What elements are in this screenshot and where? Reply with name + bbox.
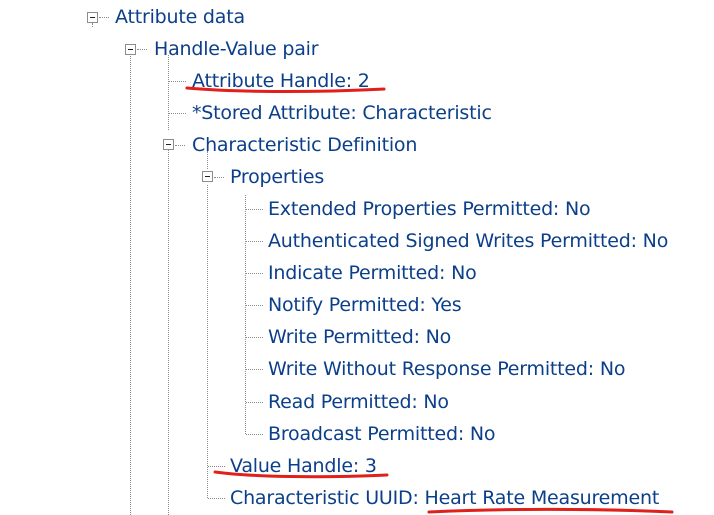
tree-connector bbox=[246, 273, 263, 274]
tree-connector bbox=[246, 305, 263, 306]
tree-connector bbox=[99, 17, 109, 18]
tree-node-property[interactable]: Write Permitted: No bbox=[268, 326, 452, 348]
tree-node-handle-value-pair[interactable]: Handle-Value pair bbox=[154, 38, 319, 60]
tree-connector bbox=[246, 369, 263, 370]
tree-guide-line bbox=[207, 151, 208, 169]
tree-connector bbox=[208, 466, 225, 467]
tree-connector bbox=[169, 113, 186, 114]
tree-guide-line bbox=[168, 55, 169, 130]
tree-node-stored-attribute[interactable]: *Stored Attribute: Characteristic bbox=[192, 102, 492, 124]
tree-connector bbox=[246, 402, 263, 403]
minus-box-icon[interactable] bbox=[125, 44, 136, 55]
tree-connector bbox=[208, 498, 225, 499]
tree-connector bbox=[214, 177, 224, 178]
characteristic-uuid-label: Characteristic UUID: bbox=[230, 487, 419, 509]
tree-connector bbox=[175, 145, 185, 146]
minus-box-icon[interactable] bbox=[87, 12, 98, 23]
tree-node-properties[interactable]: Properties bbox=[230, 166, 325, 188]
tree-guide-line bbox=[92, 23, 93, 27]
minus-box-icon[interactable] bbox=[163, 139, 174, 150]
tree-node-value-handle[interactable]: Value Handle: 3 bbox=[230, 455, 377, 477]
tree-node-property[interactable]: Read Permitted: No bbox=[268, 391, 449, 413]
tree-node-property[interactable]: Notify Permitted: Yes bbox=[268, 294, 462, 316]
tree-connector bbox=[246, 209, 263, 210]
tree-node-property[interactable]: Broadcast Permitted: No bbox=[268, 423, 496, 445]
tree-node-property[interactable]: Write Without Response Permitted: No bbox=[268, 358, 626, 380]
tree-node-attribute-data[interactable]: Attribute data bbox=[115, 6, 245, 28]
tree-connector bbox=[246, 241, 263, 242]
tree-connector bbox=[246, 337, 263, 338]
tree-node-property[interactable]: Authenticated Signed Writes Permitted: N… bbox=[268, 230, 669, 252]
minus-box-icon[interactable] bbox=[202, 171, 213, 182]
tree-node-characteristic-uuid[interactable]: Characteristic UUID: Heart Rate Measurem… bbox=[230, 485, 659, 511]
tree-guide-line bbox=[207, 185, 208, 498]
tree-connector bbox=[246, 434, 263, 435]
characteristic-uuid-value: Heart Rate Measurement bbox=[424, 487, 660, 509]
tree-guide-line bbox=[168, 150, 169, 515]
tree-connector bbox=[169, 81, 186, 82]
tree-node-property[interactable]: Indicate Permitted: No bbox=[268, 262, 477, 284]
tree-node-characteristic-definition[interactable]: Characteristic Definition bbox=[192, 134, 418, 156]
tree-connector bbox=[137, 49, 147, 50]
tree-guide-line bbox=[130, 54, 131, 515]
tree-guide-line bbox=[245, 195, 246, 434]
tree-node-attribute-handle[interactable]: Attribute Handle: 2 bbox=[192, 70, 370, 92]
tree-node-property[interactable]: Extended Properties Permitted: No bbox=[268, 198, 591, 220]
